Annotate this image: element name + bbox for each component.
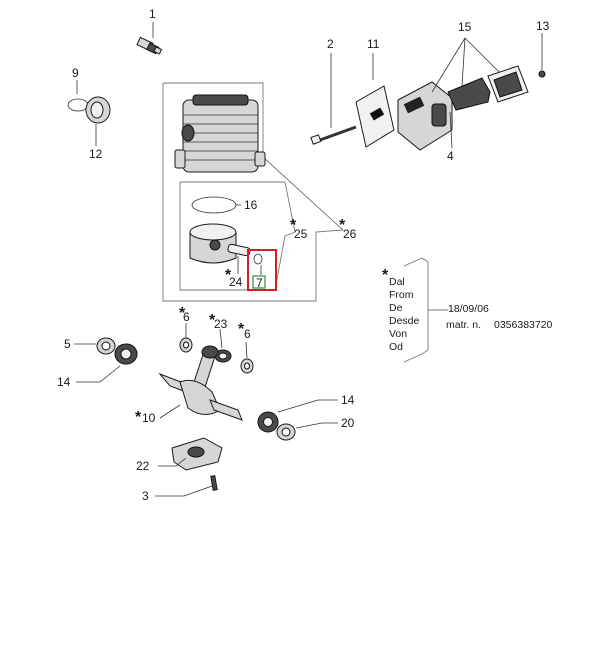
label-26[interactable]: 26 <box>343 227 357 241</box>
part-5-oil-seal[interactable] <box>74 337 116 355</box>
note-serial: 0356383720 <box>494 319 553 331</box>
part-2-stud[interactable] <box>310 53 357 145</box>
assembly-26-frame <box>162 82 345 302</box>
label-4[interactable]: 4 <box>447 149 454 163</box>
note-date: 18/09/06 <box>448 303 489 315</box>
note-serial-label: matr. n. <box>446 319 481 331</box>
part-6-washer-right[interactable] <box>240 341 254 374</box>
label-23[interactable]: 23 <box>214 317 228 331</box>
part-23-needle-bearing[interactable] <box>214 328 232 363</box>
label-25-star: * <box>290 217 297 234</box>
highlight-box-part-7[interactable] <box>247 249 277 291</box>
label-12[interactable]: 12 <box>89 147 103 161</box>
label-16[interactable]: 16 <box>244 198 258 212</box>
note-word-dal: Dal <box>389 276 405 288</box>
part-7-circlip[interactable] <box>253 253 263 275</box>
part-4-muffler[interactable] <box>397 81 453 151</box>
label-6b[interactable]: 6 <box>244 327 251 341</box>
label-9[interactable]: 9 <box>72 66 79 80</box>
note-word-from: From <box>389 289 414 301</box>
note-word-desde: Desde <box>389 315 420 327</box>
note-word-de: De <box>389 302 403 314</box>
part-12-bushing[interactable] <box>85 96 111 146</box>
label-10[interactable]: 10 <box>142 411 156 425</box>
label-13[interactable]: 13 <box>536 19 550 33</box>
label-10-star: * <box>135 409 142 426</box>
part-1-spark-plug[interactable] <box>136 22 163 55</box>
label-22[interactable]: 22 <box>136 459 150 473</box>
label-15[interactable]: 15 <box>458 20 472 34</box>
label-14-left[interactable]: 14 <box>57 375 71 389</box>
label-3[interactable]: 3 <box>142 489 149 503</box>
label-24-star: * <box>225 267 232 284</box>
label-1[interactable]: 1 <box>149 7 156 21</box>
label-25[interactable]: 25 <box>294 227 308 241</box>
label-20[interactable]: 20 <box>341 416 355 430</box>
part-10-crankshaft[interactable] <box>158 345 243 421</box>
note-word-od: Od <box>389 341 403 353</box>
assembly-25-frame <box>179 181 296 291</box>
serial-note: * Dal From De Desde Von Od 18/09/06 matr… <box>382 257 553 363</box>
part-24-piston-pin[interactable] <box>227 243 251 274</box>
part-16-piston-ring[interactable] <box>191 196 241 214</box>
label-6a[interactable]: 6 <box>183 310 190 324</box>
label-23-star: * <box>209 312 216 329</box>
part-20-oil-seal[interactable] <box>276 422 338 441</box>
selected-label-box-7 <box>252 275 266 289</box>
part-3-screw[interactable] <box>155 475 218 497</box>
label-5[interactable]: 5 <box>64 337 71 351</box>
part-14-bearing-left[interactable] <box>76 343 138 383</box>
label-26-star: * <box>339 217 346 234</box>
part-13-nut[interactable] <box>538 33 546 78</box>
part-22-crankcase[interactable] <box>158 437 223 471</box>
part-25-piston[interactable] <box>189 223 237 264</box>
note-word-von: Von <box>389 328 407 340</box>
label-7[interactable]: 7 <box>256 276 263 290</box>
label-11[interactable]: 11 <box>367 37 380 51</box>
part-26-cylinder[interactable] <box>174 94 266 173</box>
part-15-muffler-cover[interactable] <box>431 37 529 111</box>
label-6a-star: * <box>179 305 186 322</box>
part-9-clip[interactable] <box>67 80 89 112</box>
part-14-bearing-right[interactable] <box>257 399 338 433</box>
note-star: * <box>382 267 389 284</box>
label-14-right[interactable]: 14 <box>341 393 355 407</box>
label-6b-star: * <box>238 321 245 338</box>
label-24[interactable]: 24 <box>229 275 243 289</box>
part-6-washer-left[interactable] <box>179 323 193 353</box>
part-11-gasket[interactable] <box>355 53 395 148</box>
label-2[interactable]: 2 <box>327 37 334 51</box>
